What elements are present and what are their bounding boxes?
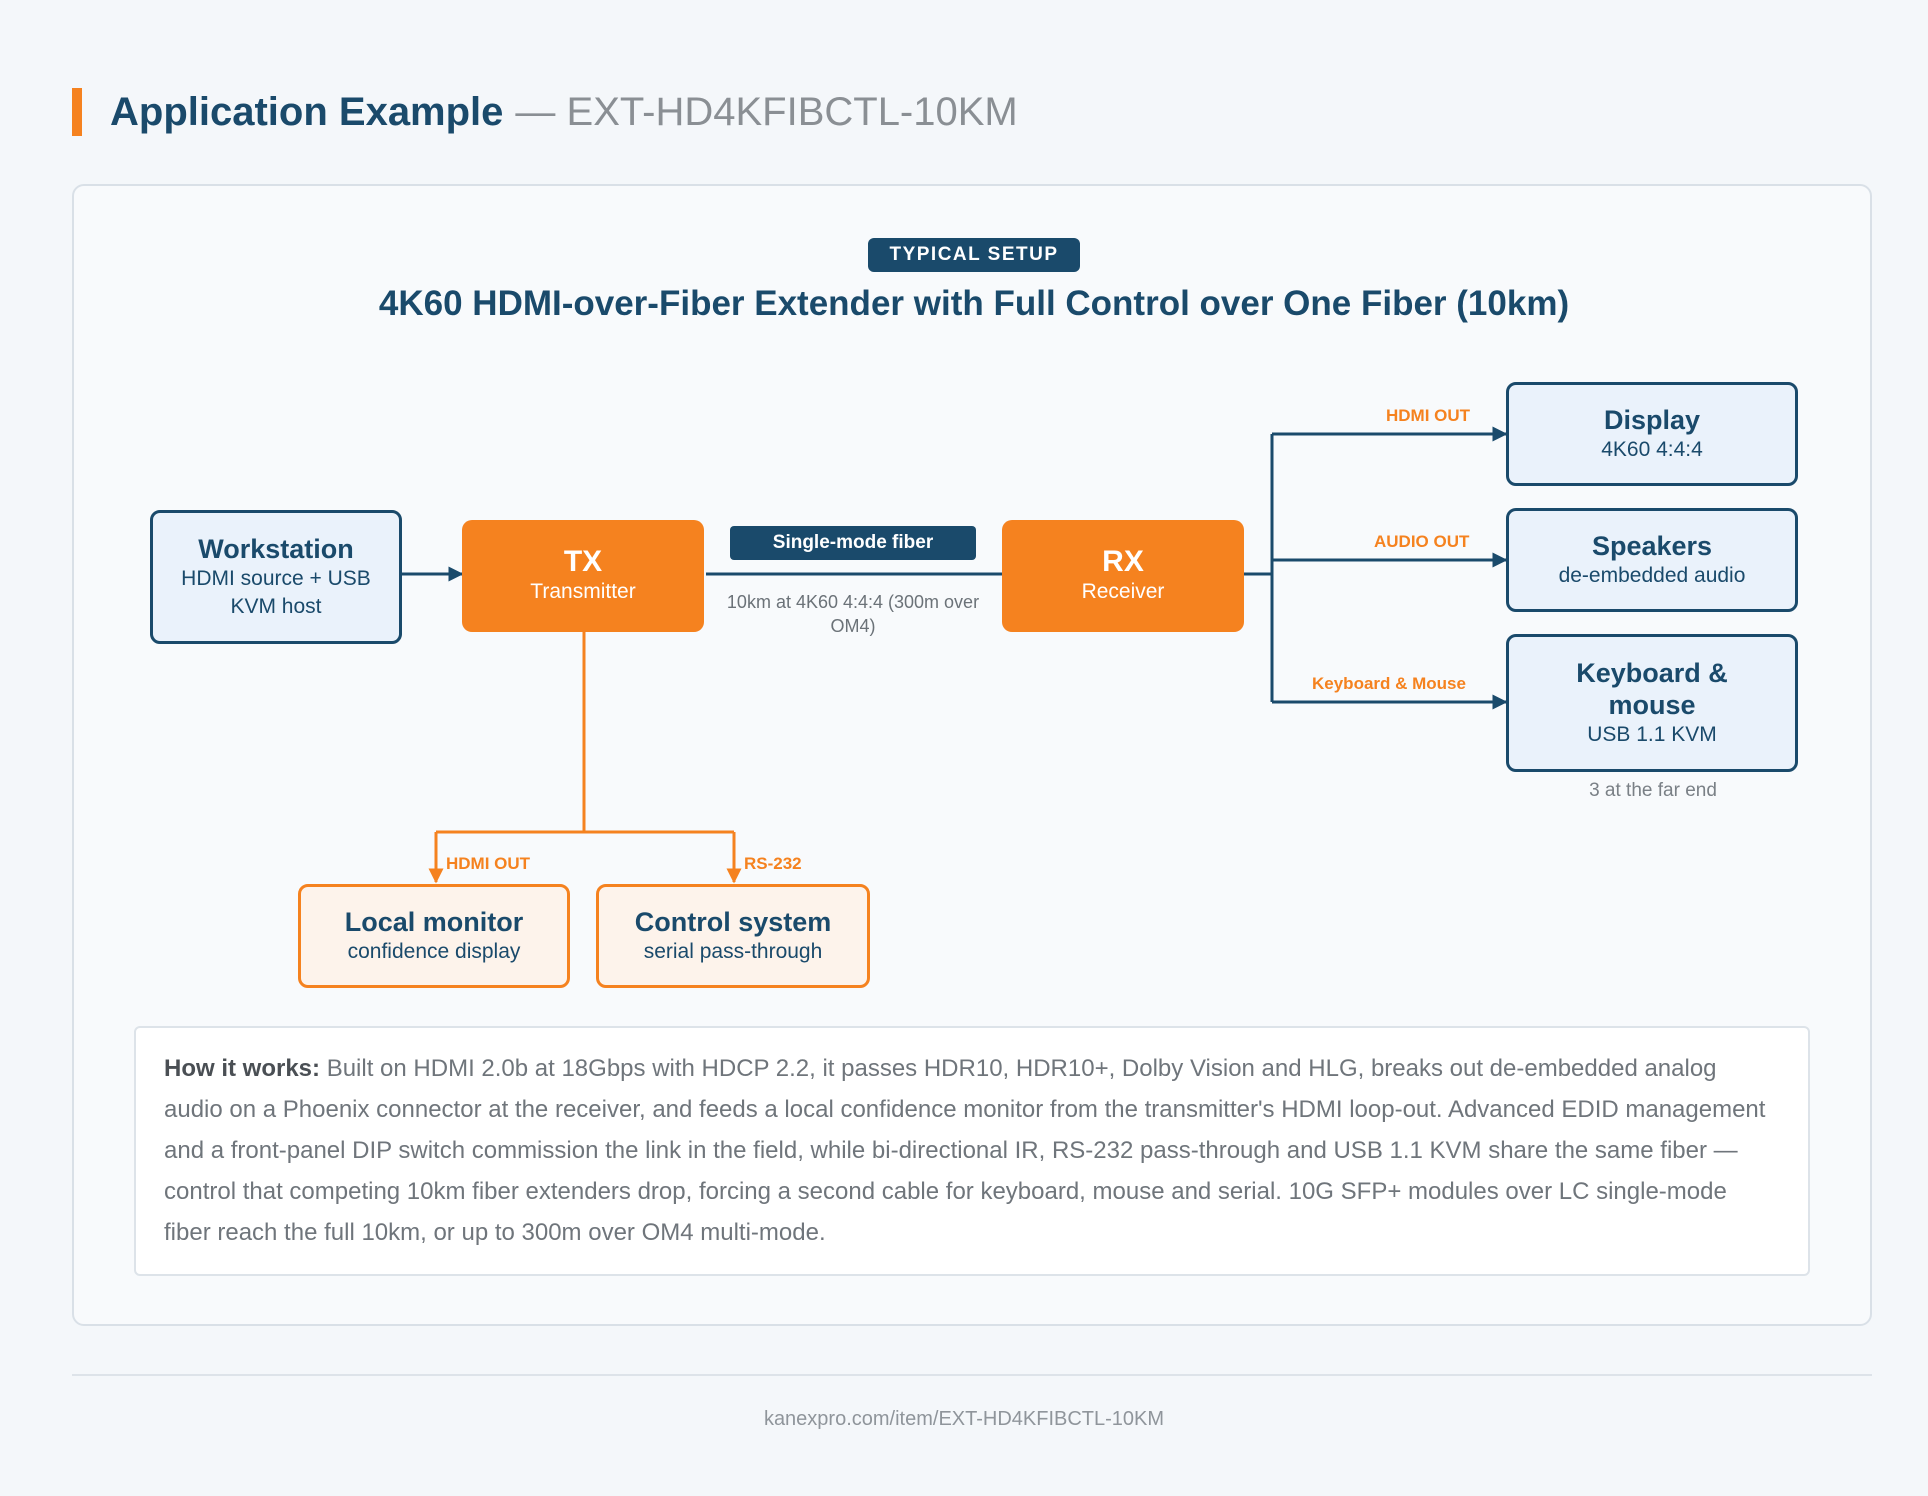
setup-diagram: TYPICAL SETUP 4K60 HDMI-over-Fiber Exten… bbox=[74, 186, 1874, 1016]
rx-node: RX Receiver bbox=[1002, 520, 1244, 632]
footer-divider bbox=[72, 1374, 1872, 1376]
speakers-node: Speakers de-embedded audio bbox=[1506, 508, 1798, 612]
rx-audio-out-label: AUDIO OUT bbox=[1374, 532, 1470, 551]
workstation-node: Workstation HDMI source + USB KVM host bbox=[150, 510, 402, 644]
tx-title: TX bbox=[563, 545, 603, 578]
keyboard-mouse-subtitle: USB 1.1 KVM bbox=[1587, 723, 1717, 746]
local-monitor-node: Local monitor confidence display bbox=[298, 884, 570, 988]
rx-title: RX bbox=[1102, 545, 1144, 578]
speakers-subtitle: de-embedded audio bbox=[1558, 564, 1746, 587]
application-card: TYPICAL SETUP 4K60 HDMI-over-Fiber Exten… bbox=[72, 184, 1872, 1326]
diagram-title: 4K60 HDMI-over-Fiber Extender with Full … bbox=[378, 284, 1570, 323]
control-system-subtitle: serial pass-through bbox=[643, 940, 823, 963]
page-header: Application Example — EXT-HD4KFIBCTL-10K… bbox=[72, 88, 1018, 136]
fiber-label: Single-mode fiber bbox=[730, 526, 976, 560]
local-monitor-title: Local monitor bbox=[344, 907, 524, 937]
control-system-node: Control system serial pass-through bbox=[596, 884, 870, 988]
control-system-title: Control system bbox=[634, 907, 832, 937]
speakers-title: Speakers bbox=[1591, 531, 1713, 561]
display-title: Display bbox=[1603, 405, 1701, 435]
display-subtitle: 4K60 4:4:4 bbox=[1601, 438, 1703, 461]
tx-hdmi-out-label: HDMI OUT bbox=[446, 854, 531, 873]
workstation-title: Workstation bbox=[198, 534, 354, 564]
typical-setup-badge: TYPICAL SETUP bbox=[868, 238, 1080, 272]
how-it-works-body: Built on HDMI 2.0b at 18Gbps with HDCP 2… bbox=[164, 1055, 1766, 1246]
header-accent-bar bbox=[72, 88, 82, 136]
tx-rs232-label: RS-232 bbox=[744, 854, 802, 873]
keyboard-mouse-node: Keyboard & mouse USB 1.1 KVM bbox=[1506, 634, 1798, 772]
display-node: Display 4K60 4:4:4 bbox=[1506, 382, 1798, 486]
local-monitor-subtitle: confidence display bbox=[347, 940, 521, 963]
keyboard-mouse-title: Keyboard & mouse bbox=[1576, 658, 1728, 720]
page-subtitle: — EXT-HD4KFIBCTL-10KM bbox=[515, 89, 1018, 134]
footer-url: kanexpro.com/item/EXT-HD4KFIBCTL-10KM bbox=[763, 1408, 1165, 1430]
how-it-works-lead: How it works: bbox=[164, 1055, 327, 1082]
how-it-works-box: How it works: Built on HDMI 2.0b at 18Gb… bbox=[134, 1026, 1810, 1276]
workstation-subtitle: HDMI source + USB KVM host bbox=[181, 567, 371, 618]
fiber-note: 10km at 4K60 4:4:4 (300m over OM4) bbox=[726, 592, 980, 636]
rx-hdmi-out-label: HDMI OUT bbox=[1386, 406, 1471, 425]
tx-node: TX Transmitter bbox=[462, 520, 704, 632]
page-title: Application Example bbox=[110, 89, 504, 134]
far-end-note: 3 at the far end bbox=[1589, 780, 1717, 801]
rx-subtitle: Receiver bbox=[1081, 580, 1165, 603]
tx-subtitle: Transmitter bbox=[530, 580, 636, 603]
connector-lines bbox=[402, 426, 1508, 884]
rx-kvm-label: Keyboard & Mouse bbox=[1312, 674, 1466, 693]
